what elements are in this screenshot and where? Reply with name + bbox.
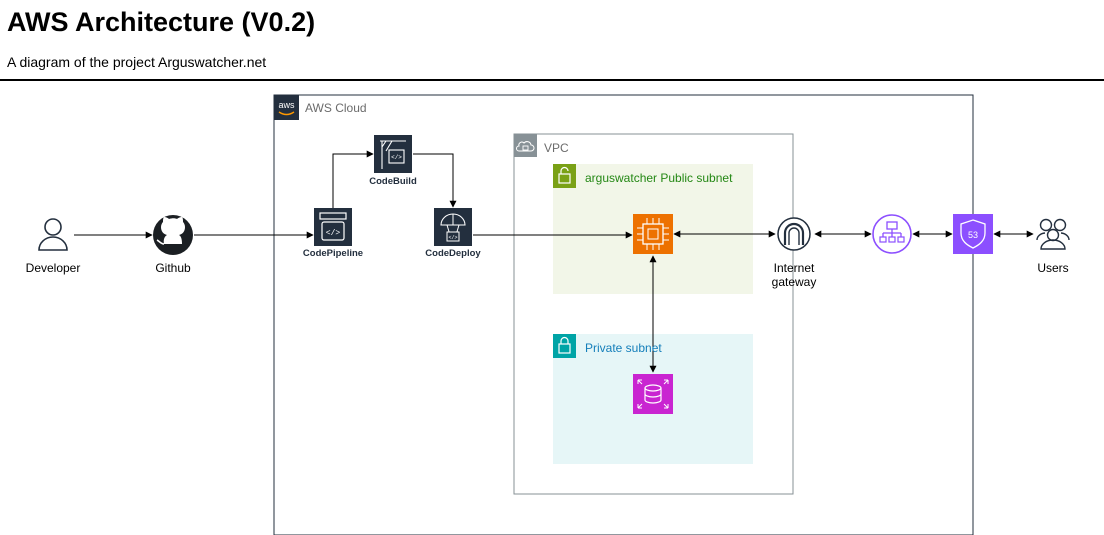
codebuild-icon[interactable]: </> xyxy=(374,135,412,173)
codebuild-label: CodeBuild xyxy=(369,176,417,187)
codedeploy-label: CodeDeploy xyxy=(425,248,481,259)
vpc-label: VPC xyxy=(544,141,569,155)
route53-icon[interactable]: 53 xyxy=(953,214,993,254)
users-label: Users xyxy=(1037,261,1069,275)
load-balancer-icon[interactable] xyxy=(872,214,912,254)
page-subtitle: A diagram of the project Arguswatcher.ne… xyxy=(7,54,267,70)
rds-database-icon[interactable] xyxy=(633,374,673,414)
private-subnet-lock-icon xyxy=(553,334,576,358)
svg-text:</>: </> xyxy=(448,235,457,241)
codepipeline-label: CodePipeline xyxy=(302,248,364,259)
aws-cloud-label: AWS Cloud xyxy=(305,101,367,115)
vpc-cloud-lock-icon xyxy=(514,134,537,157)
developer-label: Developer xyxy=(25,261,81,275)
route53-badge: 53 xyxy=(968,230,978,240)
public-subnet-lock-icon xyxy=(553,164,576,188)
public-subnet-label: arguswatcher Public subnet xyxy=(585,171,733,185)
svg-text:</>: </> xyxy=(391,154,402,161)
internet-gateway-label: Internet gateway xyxy=(771,261,817,289)
aws-logo-icon: aws xyxy=(274,95,299,120)
github-label: Github xyxy=(155,261,191,275)
page-title: AWS Architecture (V0.2) xyxy=(7,7,316,37)
users-icon[interactable] xyxy=(1036,218,1070,250)
title-divider xyxy=(0,79,1104,81)
github-icon[interactable] xyxy=(153,215,193,255)
svg-text:aws: aws xyxy=(278,100,295,110)
edge-codebuild-codedeploy xyxy=(413,153,457,208)
private-subnet-label: Private subnet xyxy=(585,341,662,355)
svg-text:</>: </> xyxy=(326,229,341,238)
edge-codepipeline-codebuild xyxy=(332,150,374,208)
codepipeline-icon[interactable]: </> xyxy=(314,208,352,246)
codedeploy-icon[interactable]: </> xyxy=(434,208,472,246)
developer-user-icon[interactable] xyxy=(38,218,68,251)
internet-gateway-icon[interactable] xyxy=(777,217,811,251)
ec2-instance-icon[interactable] xyxy=(633,214,673,254)
